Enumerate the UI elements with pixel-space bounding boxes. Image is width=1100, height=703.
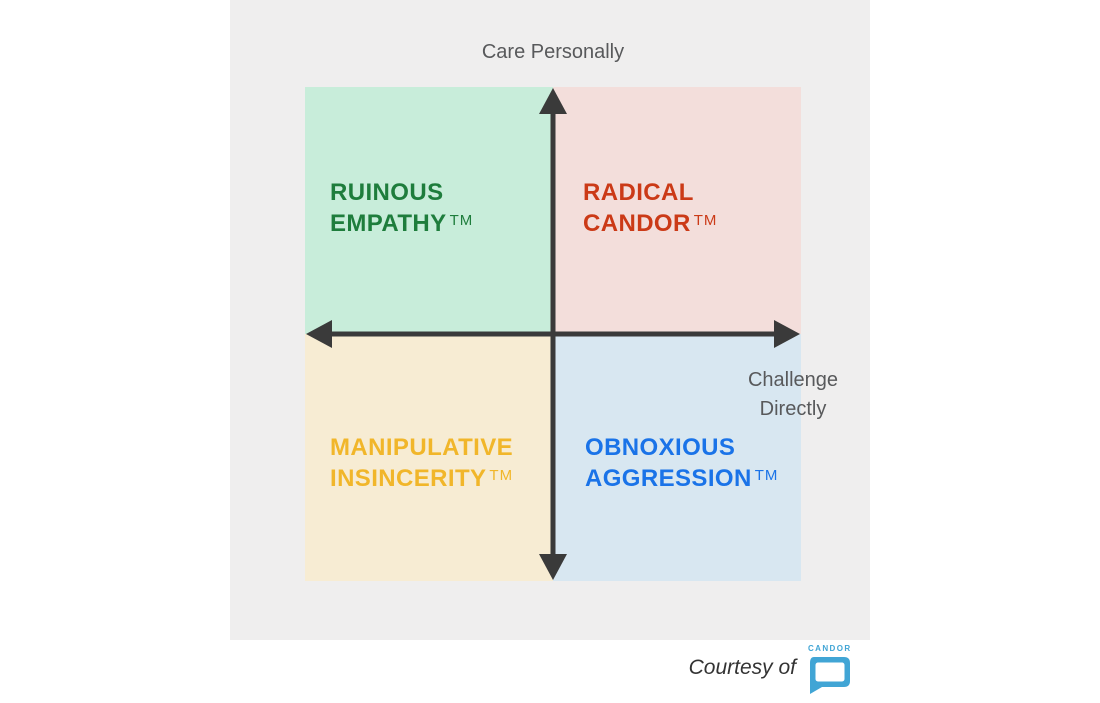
quadrant-ruinous-empathy [305, 87, 553, 334]
candor-logo: CANDOR [806, 644, 854, 700]
trademark-mark: TM [754, 467, 779, 484]
candor-logo-wordmark: CANDOR [808, 644, 852, 653]
label-line: OBNOXIOUS [585, 434, 736, 461]
courtesy-text: Courtesy of [688, 656, 796, 679]
quadrant-radical-candor [553, 87, 801, 334]
axes-arrows-icon [306, 88, 800, 580]
horizontal-axis-label-line1: Challenge [747, 369, 839, 391]
trademark-mark: TM [693, 212, 718, 229]
trademark-mark: TM [449, 212, 474, 229]
horizontal-axis-label: Challenge Directly [713, 366, 873, 424]
vertical-axis-label: Care Personally [481, 41, 625, 63]
quadrant-manipulative-insincerity [305, 334, 553, 581]
label-line: RADICAL [583, 179, 694, 206]
candor-speech-bubble-icon [810, 657, 850, 694]
label-line: MANIPULATIVE [330, 434, 514, 461]
quadrant-obnoxious-aggression [553, 334, 801, 581]
trademark-mark: TM [489, 467, 514, 484]
horizontal-axis-label-line2: Directly [759, 398, 827, 420]
label-line: RUINOUS [330, 179, 444, 206]
